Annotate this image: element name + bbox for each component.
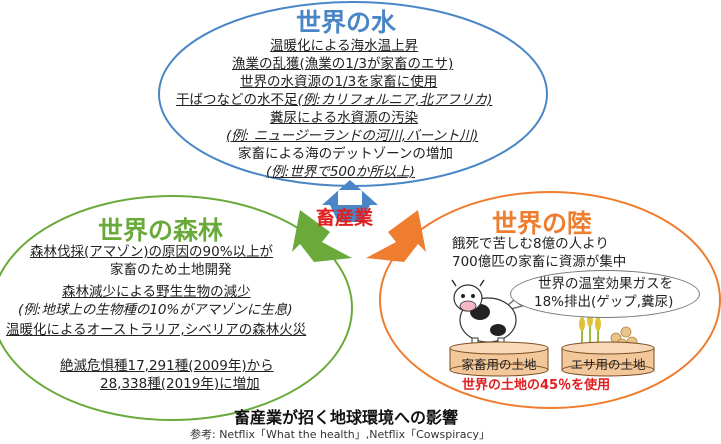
forest-line-1: 森林伐採(アマゾン)の原因の90%以上が [30, 244, 274, 260]
land-title: 世界の陸 [492, 209, 593, 238]
water-line-6: (例: ニュージーランドの河川,バーント川) [226, 128, 479, 144]
livestock-land-label: 家畜用の土地 [461, 357, 537, 372]
feed-land-label: エサ用の土地 [570, 357, 646, 372]
emissions-line-1: 世界の温室効果ガスを [538, 276, 673, 292]
land-line-1: 餓死で苦しむ8億の人より [452, 236, 609, 252]
arrow-to-water-icon [322, 180, 378, 222]
water-title: 世界の水 [296, 8, 397, 37]
cow-icon [451, 279, 517, 353]
center-label-livestock: 畜産業 [316, 207, 374, 229]
water-line-3: 世界の水資源の1/3を家畜に使用 [240, 74, 438, 90]
water-line-8: (例:世界で500か所以上) [266, 164, 415, 180]
water-line-5: 糞尿による水資源の汚染 [270, 110, 419, 126]
water-line-4-main: 干ばつなどの水不足 [176, 92, 298, 108]
land-usage-summary: 世界の土地の45％を使用 [462, 378, 611, 393]
water-line-7: 家畜による海のデットゾーンの増加 [238, 146, 453, 162]
diagram-caption-title: 畜産業が招く地球環境への影響 [234, 408, 459, 427]
arrow-to-forest-icon [292, 210, 352, 262]
forest-line-4: (例:地球上の生物種の10%がアマゾンに生息) [18, 302, 293, 318]
livestock-land-cylinder [449, 341, 549, 377]
forest-line-6: 絶滅危惧種17,291種(2009年)から [60, 358, 274, 374]
water-line-2: 漁業の乱獲(漁業の1/3が家畜のエサ) [232, 56, 454, 72]
emissions-speech-bubble [510, 270, 700, 318]
forest-line-3: 森林減少による野生生物の減少 [62, 284, 251, 300]
forest-ellipse [0, 195, 353, 421]
feed-land-cylinder [561, 341, 655, 377]
arrow-to-land-icon [366, 210, 426, 262]
land-line-2: 700億匹の家畜に資源が集中 [452, 254, 627, 270]
forest-line-2: 家畜のため土地開発 [110, 262, 232, 278]
forest-title: 世界の森林 [98, 216, 224, 245]
water-line-1: 温暖化による海水温上昇 [270, 38, 419, 54]
water-line-4: 干ばつなどの水不足(例:カリフォルニア,北アフリカ) [176, 92, 492, 109]
emissions-line-2: 18%排出(ゲップ,糞尿) [534, 294, 674, 310]
diagram-caption-reference: 参考: Netflix「What the health」,Netflix「Cow… [190, 428, 491, 441]
water-line-4-example: (例:カリフォルニア,北アフリカ) [297, 92, 493, 108]
forest-line-7: 28,338種(2019年)に増加 [100, 376, 260, 392]
forest-line-5: 温暖化によるオーストラリア,シベリアの森林火災 [6, 322, 307, 338]
